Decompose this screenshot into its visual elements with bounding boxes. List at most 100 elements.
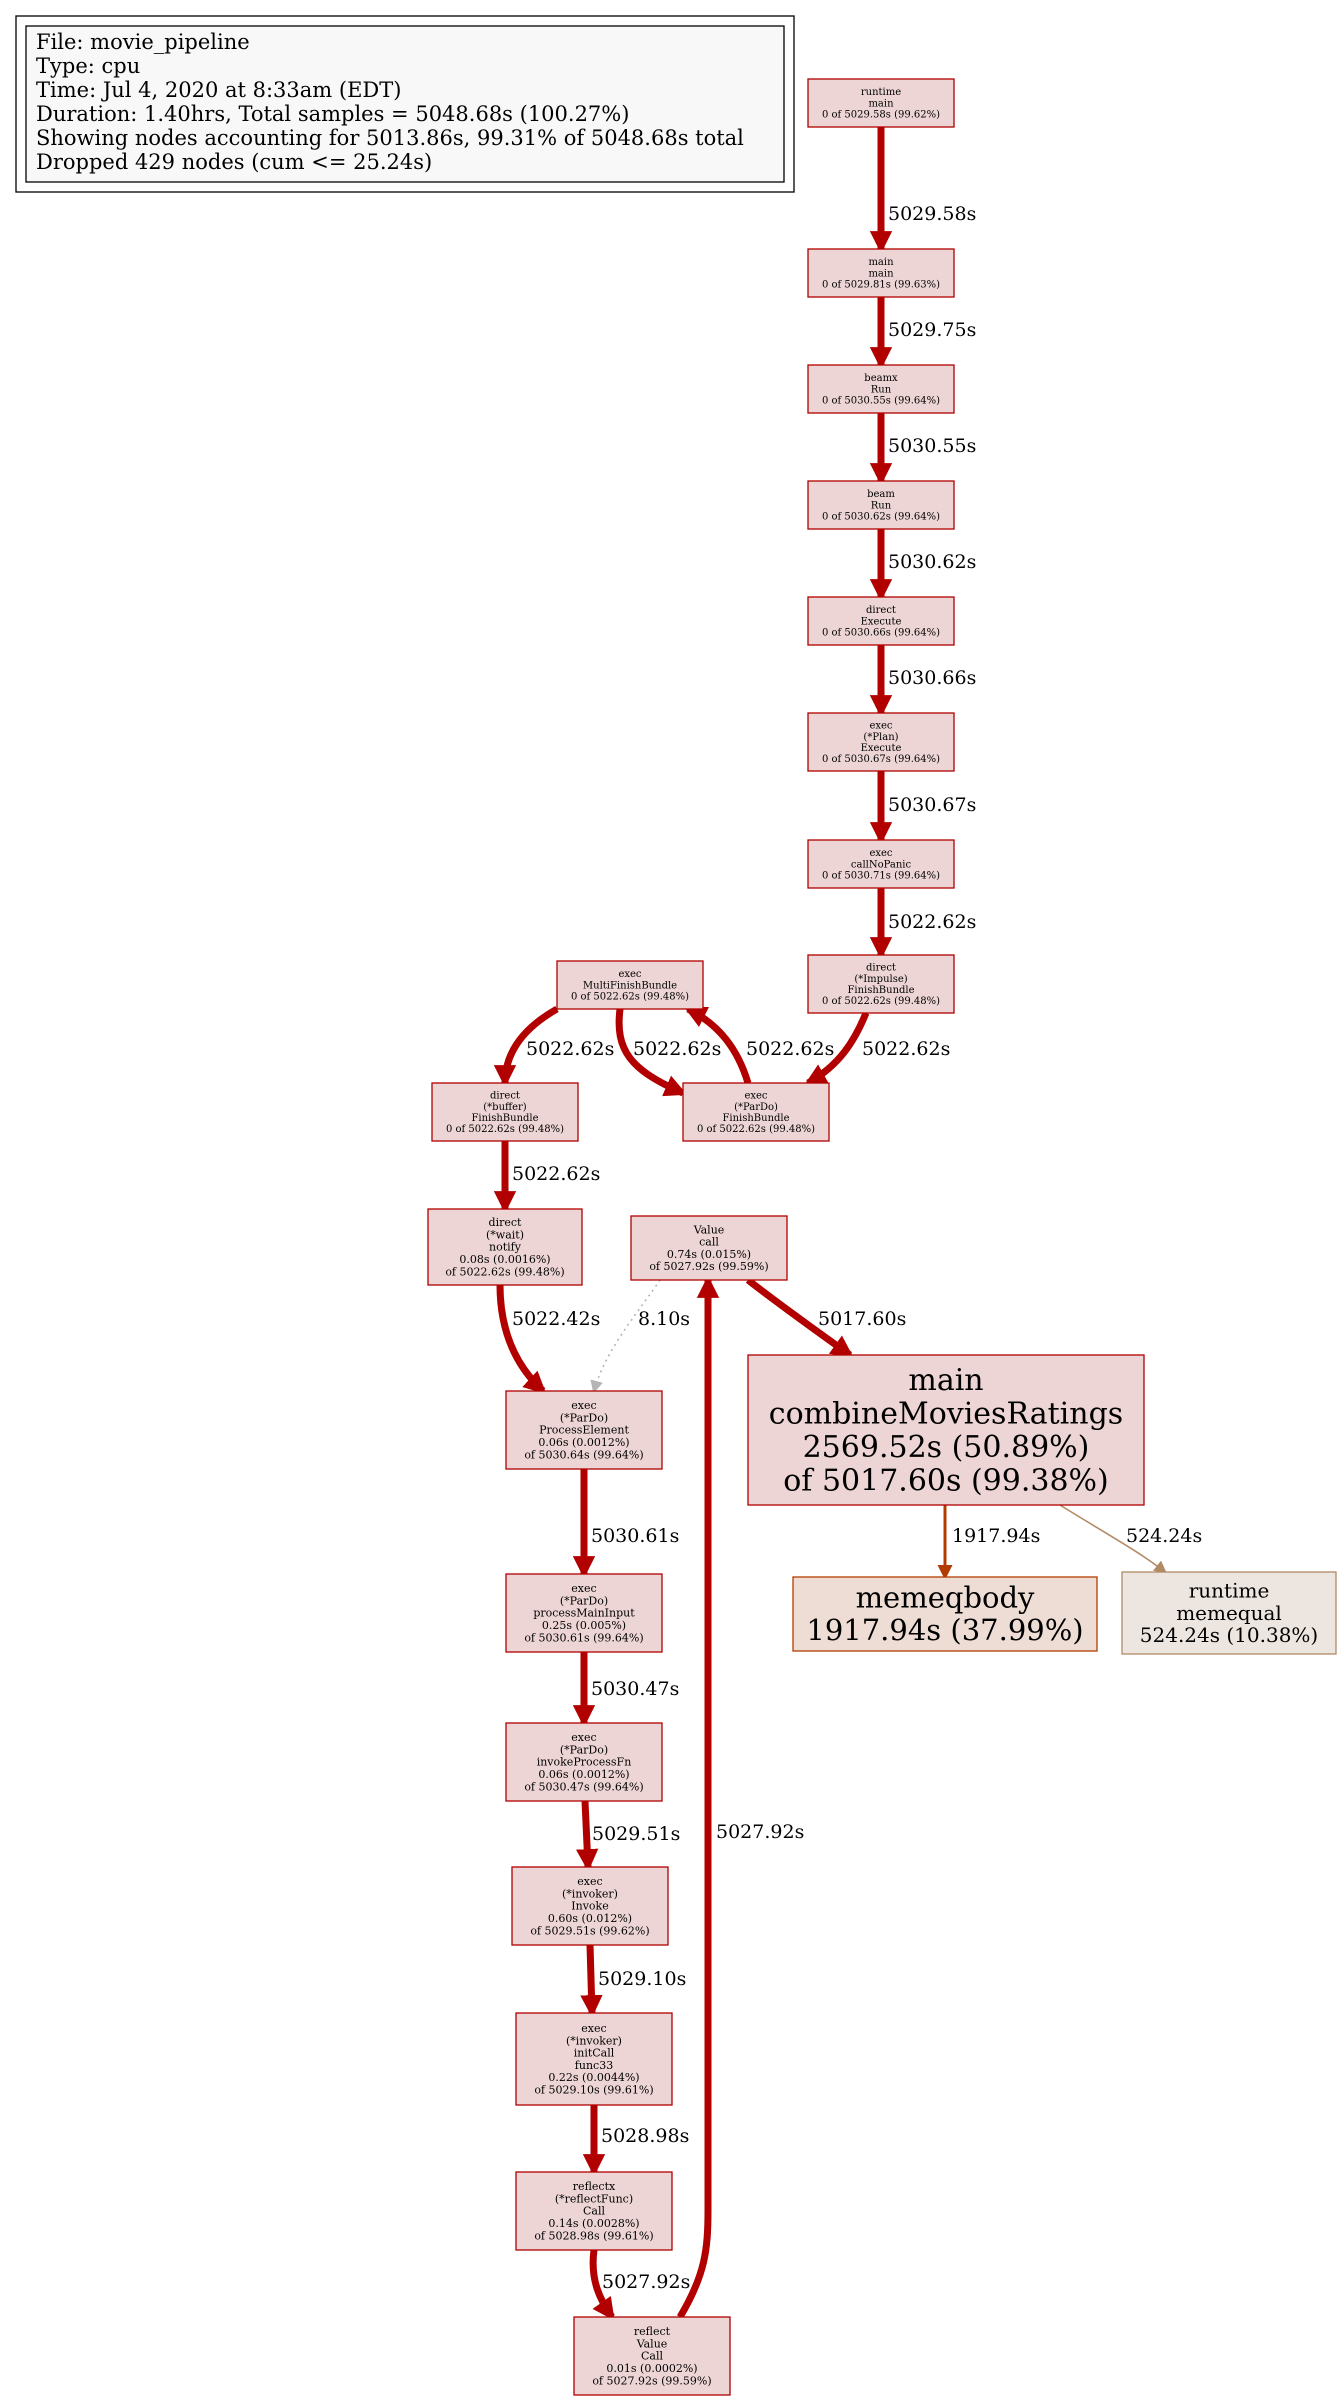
node-label-line: Execute	[861, 616, 902, 627]
node-label-line: of 5028.98s (99.61%)	[534, 2229, 653, 2242]
legend-line: Duration: 1.40hrs, Total samples = 5048.…	[36, 102, 629, 126]
node-label-line: (*ParDo)	[734, 1102, 778, 1113]
node-box	[807, 954, 955, 1014]
node-label-line: combineMoviesRatings	[769, 1396, 1123, 1431]
node-label-line: exec	[744, 1091, 767, 1102]
edge-exec_multifinish-to-direct_buffer_finish	[493, 1005, 559, 1088]
node-box	[427, 1208, 583, 1286]
node-label-line: 0 of 5022.62s (99.48%)	[697, 1124, 815, 1135]
node-label-line: FinishBundle	[847, 985, 914, 996]
edge-main_combine-to-runtime_memequal	[1059, 1504, 1167, 1574]
edge-labels-layer: 5029.58s5029.75s5030.55s5030.62s5030.66s…	[512, 203, 1202, 2293]
edge-label: 5022.62s	[633, 1038, 721, 1060]
edge-label: 5028.98s	[601, 2125, 689, 2147]
node-label-line: of 5029.51s (99.62%)	[530, 1924, 649, 1937]
node-label-line: 0 of 5030.55s (99.64%)	[822, 396, 940, 407]
edge-label: 5029.10s	[598, 1968, 686, 1990]
node-label-line: (*invoker)	[566, 2034, 622, 2047]
edge-label: 5030.66s	[888, 667, 976, 689]
node-label-line: direct	[489, 1216, 522, 1229]
node-label-line: 0.60s (0.012%)	[548, 1912, 632, 1925]
node-label-line: exec	[577, 1875, 602, 1888]
node-box	[1121, 1571, 1337, 1655]
node-label-line: 0.01s (0.0002%)	[606, 2362, 697, 2375]
node-box	[505, 1722, 663, 1802]
node-label-line: processMainInput	[533, 1607, 635, 1620]
edge-label: 5030.55s	[888, 435, 976, 457]
edge-label: 8.10s	[638, 1308, 690, 1330]
node-label-line: direct	[866, 963, 896, 974]
node-box	[807, 839, 955, 889]
node-box	[792, 1576, 1098, 1652]
edge-label: 5030.47s	[591, 1678, 679, 1700]
node-label-line: 0.08s (0.0016%)	[459, 1253, 550, 1266]
node-label-line: Invoke	[571, 1900, 608, 1913]
node-label-line: memequal	[1176, 1601, 1282, 1625]
node-label-line: exec	[581, 2022, 606, 2035]
node-label-line: exec	[571, 1731, 596, 1744]
node-label-line: runtime	[1189, 1578, 1270, 1602]
node-box	[573, 2316, 731, 2396]
edges-layer	[493, 127, 1167, 2321]
node-label-line: 0 of 5030.62s (99.64%)	[822, 512, 940, 523]
legend-line: Time: Jul 4, 2020 at 8:33am (EDT)	[36, 78, 401, 102]
edge-label: 5022.62s	[888, 911, 976, 933]
node-box	[505, 1573, 663, 1653]
node-label-line: 0 of 5030.66s (99.64%)	[822, 628, 940, 639]
node-box	[807, 248, 955, 298]
node-label-line: (*ParDo)	[560, 1594, 608, 1607]
legend-line: Type: cpu	[36, 54, 140, 78]
node-label-line: (*Impulse)	[854, 974, 907, 985]
node-box	[807, 596, 955, 646]
node-label-line: 0 of 5030.67s (99.64%)	[822, 754, 940, 765]
node-label-line: memeqbody	[856, 1581, 1035, 1615]
node-label-line: 1917.94s (37.99%)	[806, 1613, 1083, 1647]
node-box	[807, 364, 955, 414]
node-box	[807, 480, 955, 530]
node-label-line: Value	[636, 2337, 668, 2350]
node-label-line: of 5027.92s (99.59%)	[649, 1260, 768, 1273]
node-label-line: 0 of 5029.58s (99.62%)	[822, 110, 940, 121]
edge-label: 524.24s	[1126, 1525, 1202, 1547]
node-label-line: exec	[869, 848, 892, 859]
node-label-line: FinishBundle	[471, 1113, 538, 1124]
edge-label: 5029.58s	[888, 203, 976, 225]
node-box	[556, 960, 704, 1010]
node-label-line: (*invoker)	[562, 1887, 618, 1900]
node-label-line: of 5027.92s (99.59%)	[592, 2374, 711, 2387]
node-label-line: initCall	[574, 2047, 615, 2060]
node-label-line: callNoPanic	[851, 859, 912, 870]
node-label-line: 0.06s (0.0012%)	[538, 1436, 629, 1449]
node-box	[515, 2012, 673, 2106]
node-box	[431, 1082, 579, 1142]
node-box	[505, 1390, 663, 1470]
node-label-line: main	[868, 98, 894, 109]
edge-label: 5022.42s	[512, 1308, 600, 1330]
edge-reflectx_call-to-reflect_value_call	[589, 2249, 615, 2321]
